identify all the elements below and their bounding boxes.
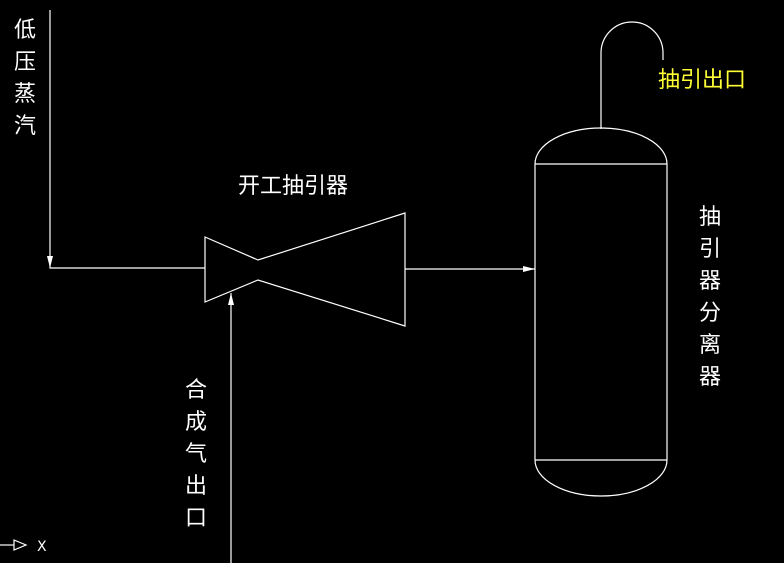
startup-ejector: [204, 212, 406, 327]
label-separator-4: 分: [699, 301, 721, 326]
label-low-pressure-steam-3: 蒸: [14, 82, 36, 107]
steam-arrow-head: [47, 256, 53, 268]
label-separator-3: 器: [699, 269, 721, 294]
label-syngas-outlet-2: 成: [185, 410, 207, 435]
label-syngas-outlet-1: 合: [185, 378, 207, 403]
ucs-x-label: X: [37, 539, 47, 555]
label-separator-6: 器: [699, 365, 721, 390]
separator-arrow-head: [523, 266, 535, 272]
label-syngas-outlet-4: 出: [185, 474, 207, 499]
label-low-pressure-steam-4: 汽: [14, 114, 36, 139]
ejector-separator-vessel: [534, 127, 668, 497]
label-separator-5: 离: [699, 333, 721, 358]
steam-inlet-pipe: [49, 10, 205, 269]
label-low-pressure-steam-2: 压: [14, 50, 36, 75]
label-low-pressure-steam-1: 低: [14, 18, 36, 43]
label-startup-ejector: 开工抽引器: [238, 174, 348, 199]
ejector-outlet-pipe: [600, 21, 664, 129]
label-syngas-outlet-5: 口: [185, 506, 207, 531]
label-separator-1: 抽: [699, 205, 721, 230]
label-syngas-outlet-3: 气: [185, 442, 207, 467]
label-separator-2: 引: [699, 237, 721, 262]
ucs-axis-icon: X: [0, 539, 47, 555]
syngas-arrow-head: [228, 293, 234, 305]
label-ejector-outlet: 抽引出口: [658, 68, 746, 93]
